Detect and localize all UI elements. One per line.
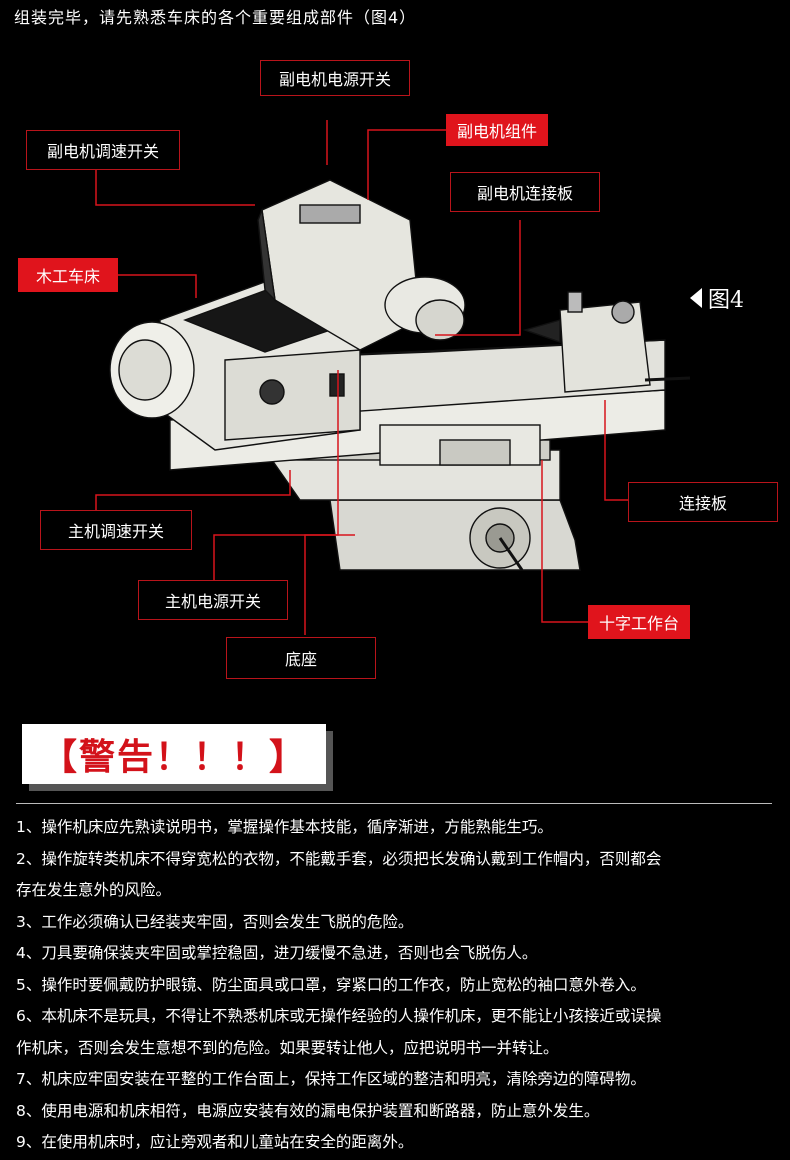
label-main-speed-switch: 主机调速开关 — [40, 510, 192, 550]
warning-line: 2、操作旋转类机床不得穿宽松的衣物，不能戴手套，必须把长发确认戴到工作帽内，否则… — [16, 849, 662, 868]
warning-line: 1、操作机床应先熟读说明书，掌握操作基本技能，循序渐进，方能熟能生巧。 — [16, 818, 553, 836]
warning-line: 7、机床应牢固安装在平整的工作台面上，保持工作区域的整洁和明亮，清除旁边的障碍物… — [16, 1070, 646, 1088]
warning-line: 8、使用电源和机床相符，电源应安装有效的漏电保护装置和断路器，防止意外发生。 — [16, 1101, 600, 1120]
lathe-drawing — [109, 179, 691, 571]
intro-text: 组装完毕，请先熟悉车床的各个重要组成部件（图4） — [14, 8, 417, 27]
label-aux-motor-assembly: 副电机组件 — [446, 114, 548, 146]
warning-list: 1、操作机床应先熟读说明书，掌握操作基本技能，循序渐进，方能熟能生巧。 2、操作… — [16, 812, 774, 1159]
warning-banner: 【警告！！！】 — [22, 724, 326, 784]
divider — [16, 803, 772, 804]
warning-line: 5、操作时要佩戴防护眼镜、防尘面具或口罩，穿紧口的工作衣，防止宽松的袖口意外卷入… — [16, 975, 646, 994]
label-connecting-plate: 连接板 — [628, 482, 778, 522]
lathe-illustration — [95, 120, 691, 635]
warning-line: 6、本机床不是玩具，不得让不熟悉机床或无操作经验的人操作机床，更不能让小孩接近或… — [16, 1007, 662, 1025]
label-wood-lathe: 木工车床 — [18, 258, 118, 292]
figure-caption: 图4 — [690, 282, 744, 314]
lathe-components-diagram: 副电机电源开关 副电机组件 副电机调速开关 副电机连接板 木工车床 连接板 主机… — [0, 30, 790, 710]
warning-line: 9、在使用机床时，应让旁观者和儿童站在安全的距离外。 — [16, 1133, 414, 1151]
leader-lines — [95, 120, 628, 635]
label-aux-motor-connecting-plate: 副电机连接板 — [450, 172, 600, 212]
warning-line: 作机床，否则会发生意想不到的危险。如果要转让他人，应把说明书一并转让。 — [16, 1038, 559, 1057]
warning-line: 3、工作必须确认已经装夹牢固，否则会发生飞脱的危险。 — [16, 912, 414, 931]
figure-number: 图4 — [708, 288, 744, 313]
label-aux-motor-power-switch: 副电机电源开关 — [260, 60, 410, 96]
warning-line: 4、刀具要确保装夹牢固或掌控稳固，进刀缓慢不急进，否则也会飞脱伤人。 — [16, 944, 538, 962]
label-aux-motor-speed-switch: 副电机调速开关 — [26, 130, 180, 170]
label-base: 底座 — [226, 637, 376, 679]
warning-title: 【警告！！！】 — [40, 736, 307, 778]
label-main-power-switch: 主机电源开关 — [138, 580, 288, 620]
warning-line: 存在发生意外的风险。 — [16, 881, 172, 899]
triangle-left-icon — [690, 288, 702, 308]
label-cross-table: 十字工作台 — [588, 605, 690, 639]
